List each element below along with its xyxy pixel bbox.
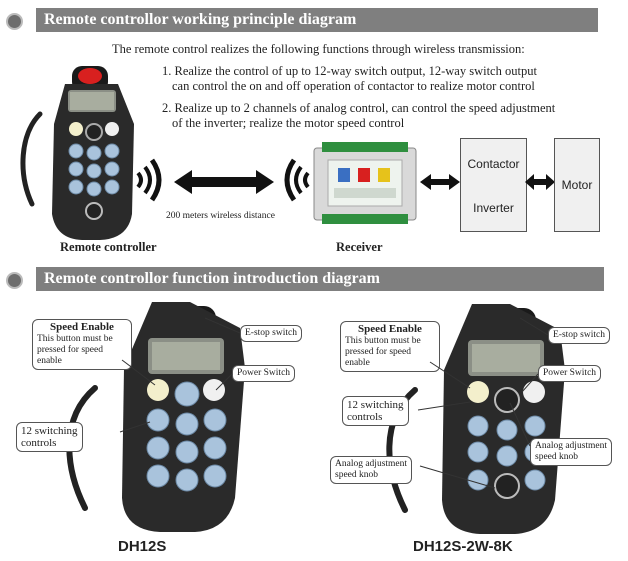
- item1-line1: 1. Realize the control of up to 12-way s…: [162, 64, 537, 78]
- speed-enable-callout: Speed Enable This button must be pressed…: [32, 319, 132, 370]
- wireless-signal-left-icon: [136, 158, 162, 202]
- contactor-label: Contactor: [467, 157, 520, 171]
- model-dh12s: DH12S: [118, 538, 167, 555]
- speed-enable-desc2: pressed for speed: [37, 345, 103, 355]
- power-switch-callout-2: Power Switch: [538, 365, 602, 382]
- switching-controls-callout: 12 switching controls: [16, 422, 83, 452]
- section1-title: Remote controllor working principle diag…: [36, 8, 598, 32]
- switching-controls-callout-2: 12 switching controls: [342, 396, 409, 426]
- arrow-inverter-motor-icon: [525, 174, 555, 190]
- section2-bullet-icon: [6, 272, 23, 289]
- analog-knob-callout-b: Analog adjustment speed knob: [330, 456, 413, 484]
- section2-title: Remote controllor function introduction …: [36, 267, 604, 291]
- estop-label: E-stop switch: [245, 328, 297, 338]
- speed-enable-desc2-2: pressed for speed: [345, 347, 411, 357]
- contactor-inverter-box: Contactor Inverter: [460, 138, 527, 232]
- switching-line1-2: 12 switching: [347, 399, 404, 411]
- switching-line2-2: controls: [347, 411, 383, 423]
- estop-callout-2: E-stop switch: [548, 327, 610, 344]
- speed-enable-title-2: Speed Enable: [358, 323, 422, 335]
- speed-enable-callout-2: Speed Enable This button must be pressed…: [340, 321, 440, 372]
- power-switch-label-2: Power Switch: [543, 368, 597, 378]
- speed-enable-title: Speed Enable: [50, 321, 114, 333]
- power-switch-label: Power Switch: [237, 368, 291, 378]
- analog-a-line1: Analog adjustment: [535, 441, 608, 451]
- switching-line1: 12 switching: [21, 425, 78, 437]
- double-arrow-icon: [174, 170, 274, 194]
- estop-callout: E-stop switch: [240, 325, 302, 342]
- analog-a-line2: speed knob: [535, 452, 579, 462]
- speed-enable-desc3-2: enable: [345, 358, 370, 368]
- model-dh12s-2w-8k: DH12S-2W-8K: [413, 538, 513, 555]
- analog-knob-callout-a: Analog adjustment speed knob: [530, 438, 613, 466]
- arrow-receiver-contactor-icon: [420, 174, 460, 190]
- remote-controller-image: [20, 66, 134, 240]
- item2-line2: of the inverter; realize the motor speed…: [172, 116, 405, 130]
- motor-box: Motor: [554, 138, 600, 232]
- receiver-image: [313, 142, 417, 224]
- speed-enable-desc1-2: This button must be: [345, 336, 421, 346]
- dh12s-remote-image: [66, 302, 245, 532]
- section1-bullet-icon: [6, 13, 23, 30]
- estop-label-2: E-stop switch: [553, 330, 605, 340]
- item1-line2: can control the on and off operation of …: [172, 79, 535, 93]
- wireless-signal-right-icon: [284, 158, 310, 202]
- item2-line1: 2. Realize up to 2 channels of analog co…: [162, 101, 556, 115]
- receiver-label: Receiver: [336, 240, 383, 254]
- intro-text: The remote control realizes the followin…: [112, 42, 525, 56]
- motor-label: Motor: [561, 178, 593, 192]
- remote-controller-label: Remote controller: [60, 240, 157, 254]
- speed-enable-desc1: This button must be: [37, 334, 113, 344]
- inverter-label: Inverter: [473, 201, 514, 215]
- analog-b-line1: Analog adjustment: [335, 459, 408, 469]
- analog-b-line2: speed knob: [335, 470, 379, 480]
- speed-enable-desc3: enable: [37, 356, 62, 366]
- power-switch-callout: Power Switch: [232, 365, 296, 382]
- wireless-distance-text: 200 meters wireless distance: [166, 211, 275, 221]
- switching-line2: controls: [21, 437, 57, 449]
